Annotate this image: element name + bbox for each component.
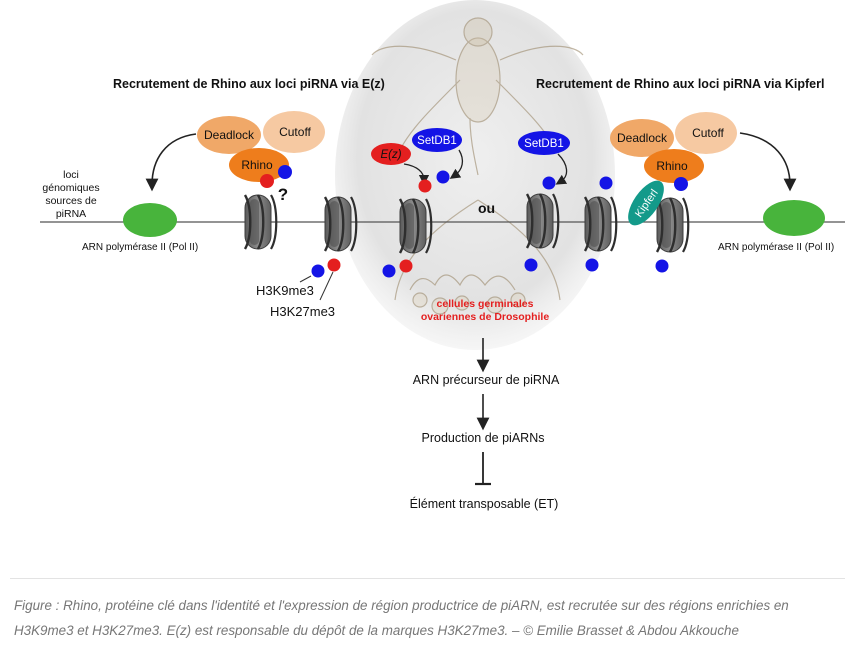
loci-label-line2: génomiques bbox=[42, 182, 99, 194]
setdb1-center bbox=[412, 128, 462, 152]
right-blue-mark-2 bbox=[599, 176, 613, 190]
pol-ii-right bbox=[763, 200, 825, 236]
setdb1-right-label: SetDB1 bbox=[524, 138, 564, 150]
kipferl bbox=[628, 180, 664, 226]
figure-caption: Figure : Rhino, protéine clé dans l'iden… bbox=[14, 598, 789, 638]
loci-label-line1: loci bbox=[63, 169, 79, 181]
right-curved-arrow bbox=[739, 132, 797, 192]
pol-ii-left bbox=[123, 203, 177, 237]
cells-label-line2: ovariennes de Drosophile bbox=[421, 311, 550, 323]
deadlock-left-label: Deadlock bbox=[204, 128, 255, 142]
left-rhino-complex: Deadlock Cutoff Rhino ? bbox=[197, 111, 325, 204]
left-curved-arrow bbox=[145, 133, 197, 192]
h3k9-mark-left bbox=[311, 264, 325, 278]
center-bottom-red-mark bbox=[399, 259, 413, 273]
ez-label: E(z) bbox=[380, 149, 401, 161]
setdb1-right bbox=[518, 131, 570, 155]
right-panel-title: Recrutement de Rhino aux loci piRNA via … bbox=[536, 77, 824, 91]
h3k27me3-label: H3K27me3 bbox=[270, 304, 335, 319]
caption-divider bbox=[10, 578, 845, 579]
rhino-left-blue-mark bbox=[278, 165, 292, 179]
diagram-figure: Recrutement de Rhino aux loci piRNA via … bbox=[40, 0, 845, 511]
loci-label-line4: piRNA bbox=[56, 208, 86, 220]
deadlock-right bbox=[610, 119, 674, 157]
center-blue-mark bbox=[436, 170, 450, 184]
ez-arrow bbox=[403, 163, 430, 186]
precursor-label: ARN précurseur de piRNA bbox=[413, 373, 560, 387]
production-label: Production de piARNs bbox=[422, 431, 545, 445]
rhino-right bbox=[644, 149, 704, 183]
right-blue-mark-1 bbox=[542, 176, 556, 190]
h3k9me3-label: H3K9me3 bbox=[256, 283, 314, 298]
center-red-mark bbox=[418, 179, 432, 193]
question-mark: ? bbox=[278, 185, 288, 204]
rhino-left-red-mark bbox=[260, 174, 274, 188]
h3k27-leader bbox=[319, 271, 334, 301]
pol-ii-left-label: ARN polymérase II (Pol II) bbox=[82, 242, 198, 253]
cutoff-right-label: Cutoff bbox=[692, 126, 724, 140]
rhino-right-label: Rhino bbox=[656, 159, 688, 173]
setdb1-center-arrow bbox=[449, 149, 464, 179]
right-blue-mark-4 bbox=[585, 258, 599, 272]
h3k9-leader bbox=[299, 275, 312, 283]
setdb1-right-arrow bbox=[555, 153, 568, 185]
loci-label-line3: sources de bbox=[45, 195, 97, 207]
cutoff-right bbox=[675, 112, 737, 154]
cutoff-left-label: Cutoff bbox=[279, 125, 311, 139]
right-blue-mark-3 bbox=[524, 258, 538, 272]
cutoff-left bbox=[263, 111, 325, 153]
center-bottom-blue-mark bbox=[382, 264, 396, 278]
transposon-label: Élément transposable (ET) bbox=[410, 496, 559, 511]
or-label: ou bbox=[478, 200, 495, 216]
left-panel-title: Recrutement de Rhino aux loci piRNA via … bbox=[113, 77, 385, 91]
nucleosome-6 bbox=[655, 196, 690, 254]
deadlock-left bbox=[197, 116, 261, 154]
right-blue-mark-5 bbox=[655, 259, 669, 273]
setdb1-center-label: SetDB1 bbox=[417, 135, 457, 147]
cells-label-line1: cellules germinales bbox=[437, 298, 534, 310]
center-writers: E(z) SetDB1 bbox=[371, 128, 464, 278]
fly-illustration bbox=[371, 17, 584, 315]
h3k27-mark-left bbox=[327, 258, 341, 272]
rhino-right-blue-mark bbox=[674, 177, 688, 191]
ez-enzyme bbox=[371, 143, 411, 165]
rhino-left-label: Rhino bbox=[241, 158, 273, 172]
rhino-left bbox=[229, 148, 289, 182]
deadlock-right-label: Deadlock bbox=[617, 131, 668, 145]
pol-ii-right-label: ARN polymérase II (Pol II) bbox=[718, 242, 834, 253]
